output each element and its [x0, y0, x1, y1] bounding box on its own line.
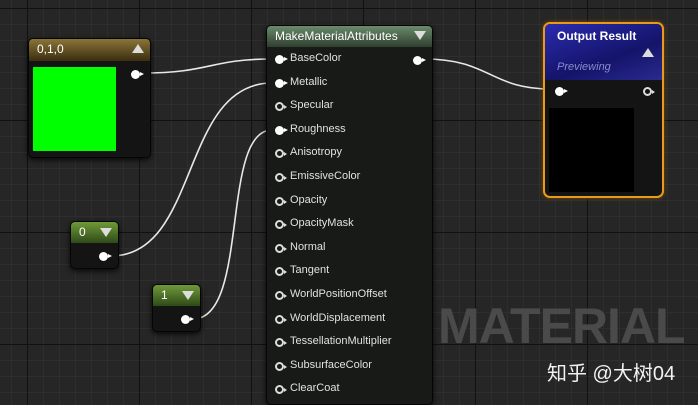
- input-pin[interactable]: [275, 291, 287, 300]
- input-label: BaseColor: [290, 52, 342, 64]
- input-pin[interactable]: [275, 338, 287, 348]
- constant-node-0[interactable]: 0: [70, 221, 119, 269]
- input-pin[interactable]: [275, 149, 287, 159]
- input-pin[interactable]: [275, 385, 287, 395]
- output-pin[interactable]: [181, 315, 194, 324]
- input-label: ClearCoat: [290, 382, 340, 395]
- input-row-specular[interactable]: Specular: [267, 97, 432, 117]
- constant3vector-node[interactable]: 0,1,0: [28, 38, 151, 158]
- node-title: 0: [79, 225, 86, 239]
- preview-viewport: [549, 108, 634, 192]
- input-pin[interactable]: [275, 78, 288, 88]
- output-pin[interactable]: [643, 87, 655, 96]
- input-row-roughness[interactable]: Roughness: [267, 121, 432, 141]
- input-label: Opacity: [290, 193, 328, 206]
- input-row-clearcoat[interactable]: ClearCoat: [267, 380, 432, 400]
- previewing-label: Previewing: [557, 61, 611, 73]
- input-pin[interactable]: [275, 243, 287, 253]
- input-pin[interactable]: [275, 220, 287, 230]
- input-row-normal[interactable]: Normal: [267, 239, 432, 259]
- input-row-basecolor[interactable]: BaseColor: [267, 50, 432, 70]
- input-label: OpacityMask: [290, 217, 354, 230]
- input-pin[interactable]: [275, 173, 287, 182]
- input-pin[interactable]: [275, 314, 287, 324]
- input-pin[interactable]: [275, 196, 287, 206]
- input-pin[interactable]: [275, 361, 287, 371]
- collapse-icon[interactable]: [132, 44, 144, 53]
- expand-icon[interactable]: [182, 291, 194, 300]
- input-row-opacitymask[interactable]: OpacityMask: [267, 215, 432, 235]
- input-row-emissivecolor[interactable]: EmissiveColor: [267, 168, 432, 188]
- collapse-icon[interactable]: [642, 48, 654, 57]
- input-row-tessellationmultiplier[interactable]: TessellationMultiplier: [267, 333, 432, 353]
- node-title: 1: [161, 288, 168, 302]
- input-label: Tangent: [290, 264, 330, 277]
- wire-make-output: [423, 58, 552, 90]
- input-row-opacity[interactable]: Opacity: [267, 192, 432, 212]
- input-label: Specular: [290, 99, 334, 112]
- input-label: WorldDisplacement: [290, 311, 386, 324]
- wire-const0-metallic: [110, 82, 273, 257]
- input-pin[interactable]: [275, 267, 287, 277]
- input-pin[interactable]: [275, 55, 288, 64]
- node-title: Output Result: [557, 29, 637, 43]
- input-pin[interactable]: [275, 125, 288, 135]
- output-pin[interactable]: [131, 70, 144, 79]
- input-row-worldpositionoffset[interactable]: WorldPositionOffset: [267, 286, 432, 306]
- output-pin[interactable]: [99, 252, 112, 261]
- input-label: Roughness: [290, 122, 346, 135]
- input-label: TessellationMultiplier: [290, 335, 392, 348]
- expand-icon[interactable]: [414, 31, 426, 40]
- wire-color-basecolor: [142, 58, 273, 74]
- input-row-anisotropy[interactable]: Anisotropy: [267, 144, 432, 164]
- color-swatch: [33, 67, 116, 151]
- input-label: Anisotropy: [290, 146, 342, 159]
- input-pin[interactable]: [555, 87, 568, 96]
- output-result-node[interactable]: Output Result Previewing: [543, 22, 664, 198]
- node-title: 0,1,0: [37, 42, 64, 56]
- input-label: WorldPositionOffset: [290, 288, 387, 300]
- input-label: SubsurfaceColor: [290, 358, 372, 371]
- input-label: Metallic: [290, 75, 328, 88]
- input-pin[interactable]: [275, 102, 287, 112]
- input-label: EmissiveColor: [290, 170, 361, 182]
- input-row-metallic[interactable]: Metallic: [267, 74, 432, 94]
- constant-node-1[interactable]: 1: [152, 284, 201, 332]
- input-row-worlddisplacement[interactable]: WorldDisplacement: [267, 310, 432, 330]
- input-label: Normal: [290, 240, 326, 253]
- author-credit: 知乎 @大树04: [547, 363, 676, 385]
- node-title: MakeMaterialAttributes: [275, 29, 398, 43]
- expand-icon[interactable]: [100, 228, 112, 237]
- input-row-subsurfacecolor[interactable]: SubsurfaceColor: [267, 357, 432, 377]
- output-pin[interactable]: [413, 56, 426, 65]
- input-row-tangent[interactable]: Tangent: [267, 262, 432, 282]
- wire-const1-roughness: [192, 129, 273, 320]
- material-watermark: MATERIAL: [438, 298, 686, 354]
